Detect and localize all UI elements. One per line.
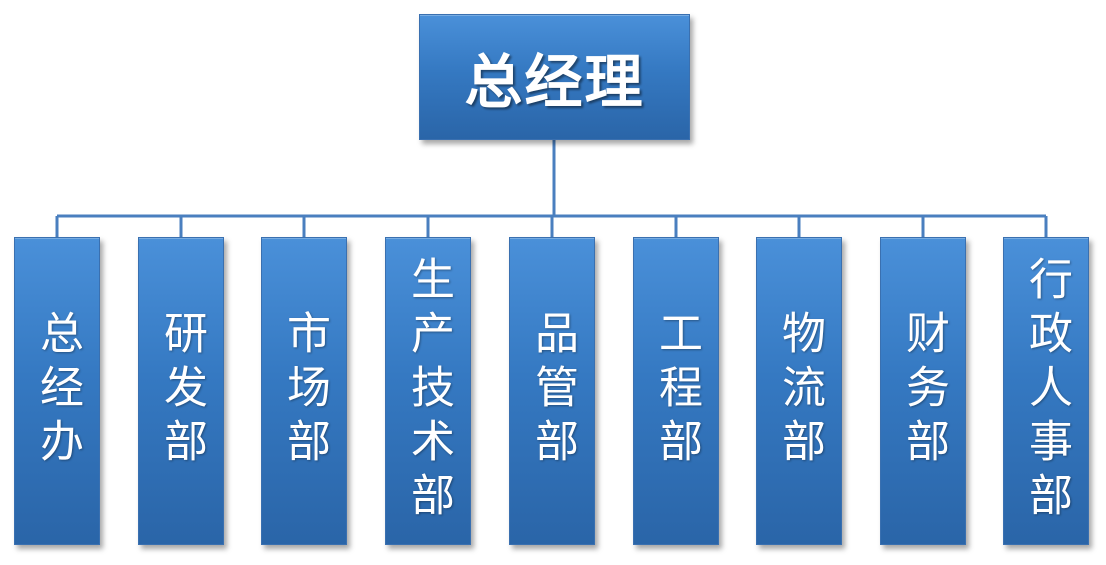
dept-box-rnd: 研发部 <box>138 237 224 545</box>
dept-label-logistics: 物流部 <box>774 310 825 472</box>
dept-box-marketing: 市场部 <box>261 237 347 545</box>
dept-label-marketing: 市场部 <box>279 310 330 472</box>
dept-label-engineering: 工程部 <box>651 310 702 472</box>
dept-label-production-tech: 生产技术部 <box>403 256 454 526</box>
general-manager-box: 总经理 <box>419 14 690 140</box>
dept-label-admin-hr: 行政人事部 <box>1021 256 1072 526</box>
dept-box-general-office: 总经办 <box>14 237 100 545</box>
general-manager-label: 总经理 <box>464 48 645 116</box>
dept-label-rnd: 研发部 <box>156 310 207 472</box>
dept-box-engineering: 工程部 <box>633 237 719 545</box>
dept-box-finance: 财务部 <box>880 237 966 545</box>
dept-box-admin-hr: 行政人事部 <box>1003 237 1089 545</box>
dept-label-general-office: 总经办 <box>32 310 83 472</box>
dept-box-logistics: 物流部 <box>756 237 842 545</box>
dept-box-quality: 品管部 <box>509 237 595 545</box>
dept-label-finance: 财务部 <box>898 310 949 472</box>
dept-label-quality: 品管部 <box>527 310 578 472</box>
dept-box-production-tech: 生产技术部 <box>385 237 471 545</box>
